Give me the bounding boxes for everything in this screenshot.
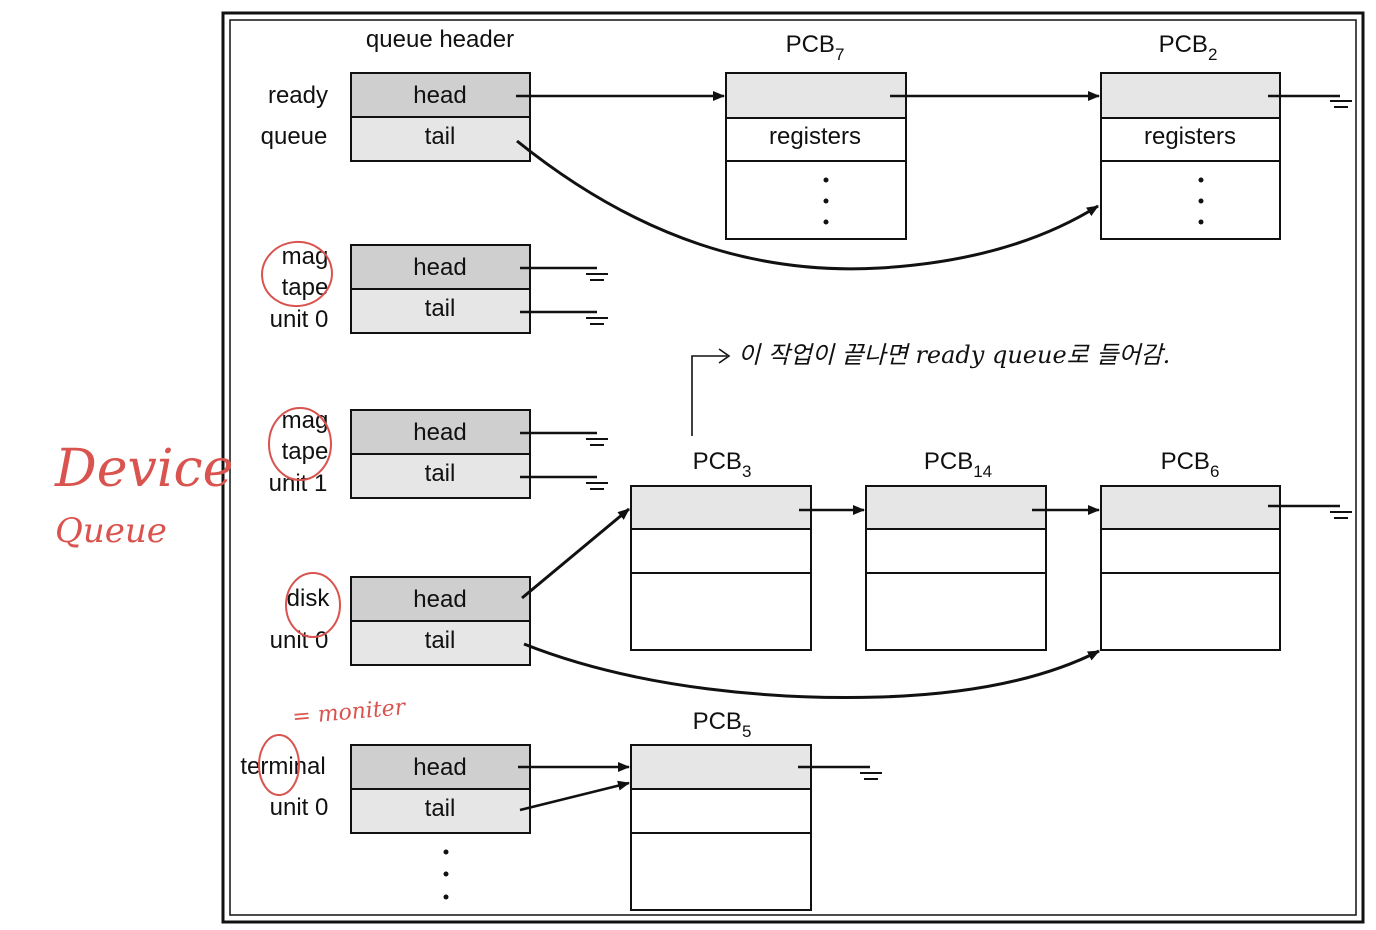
ground-icon: [520, 431, 608, 446]
pcb-title: PCB5: [693, 708, 752, 741]
continuation-dot: [443, 871, 449, 877]
ground-icon: [520, 310, 608, 325]
head-label: head: [413, 586, 466, 613]
monitor-note: = moniter: [291, 695, 407, 730]
tail-label: tail: [425, 123, 456, 150]
disk-unit-0-queue: disk unit 0 head tail: [270, 576, 531, 666]
pcb-title: PCB14: [924, 448, 992, 481]
pcb-field: registers: [769, 123, 861, 150]
tail-label: tail: [425, 795, 456, 822]
tail-cell: [350, 116, 531, 162]
ready-tail-arrow: [516, 139, 1099, 271]
queue-label-line3: unit 0: [270, 306, 329, 333]
pcb-title: PCB7: [786, 31, 845, 64]
queue-label-line2: unit 0: [270, 794, 329, 821]
queue-label-line1: mag: [282, 407, 329, 434]
queue-label-line2: queue: [261, 123, 328, 150]
head-label: head: [413, 419, 466, 446]
tail-label: tail: [425, 460, 456, 487]
head-label: head: [413, 82, 466, 109]
device-queue-label-line2: Queue: [55, 511, 167, 551]
outer-frame: [221, 11, 1365, 924]
queue-label-line1: terminal: [240, 753, 325, 780]
continuation-dot: [443, 849, 449, 855]
korean-note-arrow: [691, 348, 731, 436]
terminal-tail-arrow: [519, 780, 630, 812]
ready-queue: ready queue head tail: [261, 72, 531, 162]
red-circle-annotations: [258, 240, 341, 796]
pcb-6: PCB6: [1100, 448, 1281, 651]
pcb-14: PCB14: [865, 448, 1047, 651]
inner-frame: [229, 19, 1357, 916]
ground-icon: [1268, 94, 1352, 108]
ground-icon: [520, 475, 608, 490]
head-label: head: [413, 754, 466, 781]
pcb-title: PCB2: [1159, 31, 1218, 64]
pcb-2: PCB2 registers: [1100, 31, 1281, 240]
pcb-title: PCB6: [1161, 448, 1220, 481]
queue-label-line1: mag: [282, 243, 329, 270]
queue-label-line2: tape: [282, 438, 329, 465]
queue-label-line2: unit 0: [270, 627, 329, 654]
queue-header-title: queue header: [366, 26, 514, 53]
queue-label-line1: disk: [287, 585, 331, 612]
terminal-unit-0-queue: terminal unit 0 head tail: [240, 744, 531, 900]
ground-icon: [798, 765, 882, 780]
tail-label: tail: [425, 295, 456, 322]
continuation-dot: [443, 894, 449, 900]
pcb-7: PCB7 registers: [725, 31, 907, 240]
ground-icon: [520, 266, 608, 281]
tail-label: tail: [425, 627, 456, 654]
disk-tail-arrow: [523, 642, 1100, 699]
queue-label-line1: ready: [268, 82, 328, 109]
korean-note: 이 작업이 끝나면 ready queue로 들어감.: [738, 341, 1170, 369]
pcb-field: registers: [1144, 123, 1236, 150]
head-label: head: [413, 254, 466, 281]
mag-tape-unit-0-queue: mag tape unit 0 head tail: [270, 243, 608, 334]
pcb-title: PCB3: [693, 448, 752, 481]
pcb-3: PCB3: [630, 448, 812, 651]
mag-tape-unit-1-queue: mag tape unit 1 head tail: [269, 407, 608, 499]
pcb-5: PCB5: [630, 708, 812, 911]
disk-head-arrow: [521, 507, 630, 600]
device-queue-label-line1: Device: [54, 439, 233, 499]
ground-icon: [1268, 504, 1352, 519]
